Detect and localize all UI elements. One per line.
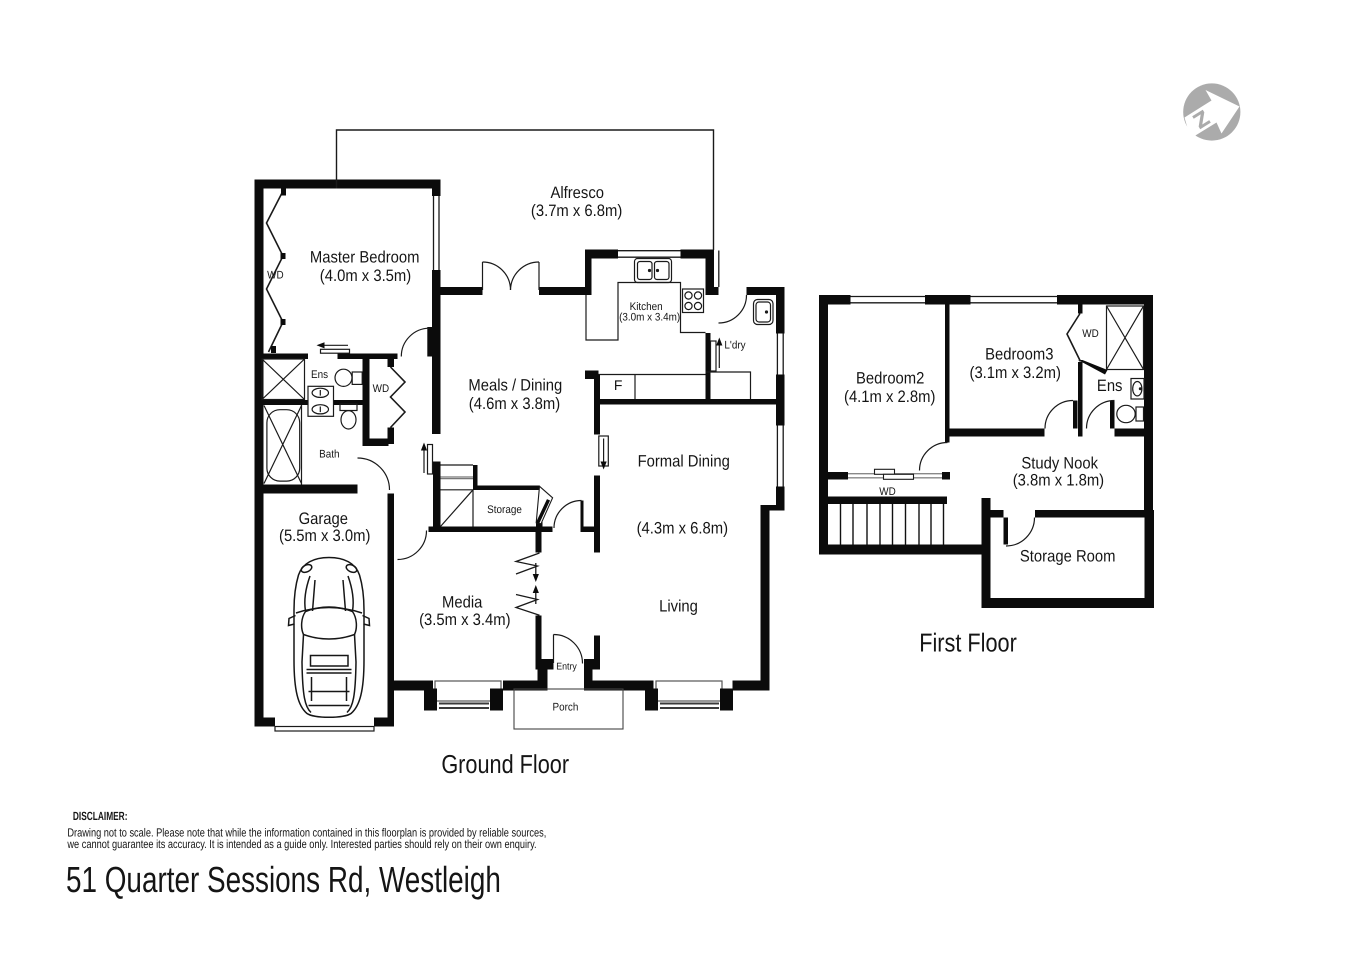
svg-text:F: F (614, 377, 623, 393)
svg-text:Garage: Garage (299, 509, 348, 528)
svg-text:51 Quarter Sessions Rd, Westle: 51 Quarter Sessions Rd, Westleigh (66, 859, 501, 900)
svg-text:(3.0m x 3.4m): (3.0m x 3.4m) (619, 311, 680, 323)
svg-text:(5.5m x 3.0m): (5.5m x 3.0m) (279, 526, 370, 545)
svg-text:First Floor: First Floor (919, 628, 1017, 658)
svg-text:(4.3m x 6.8m): (4.3m x 6.8m) (637, 519, 728, 538)
svg-text:Meals / Dining: Meals / Dining (468, 376, 562, 395)
svg-text:DISCLAIMER:: DISCLAIMER: (73, 809, 128, 823)
svg-text:Master Bedroom: Master Bedroom (310, 248, 420, 267)
svg-text:Ground Floor: Ground Floor (441, 749, 569, 779)
svg-text:Media: Media (442, 593, 483, 612)
svg-text:L'dry: L'dry (724, 340, 746, 352)
svg-text:Living: Living (659, 597, 698, 616)
svg-text:Formal Dining: Formal Dining (638, 452, 730, 471)
svg-text:Ens: Ens (1097, 376, 1123, 395)
svg-text:Drawing not to scale. Please n: Drawing not to scale. Please note that w… (67, 825, 546, 839)
svg-text:(4.1m x 2.8m): (4.1m x 2.8m) (844, 387, 935, 406)
svg-text:Bedroom3: Bedroom3 (985, 345, 1053, 364)
svg-text:(4.6m x 3.8m): (4.6m x 3.8m) (469, 394, 560, 413)
svg-text:Bath: Bath (319, 449, 339, 461)
svg-text:Porch: Porch (552, 702, 578, 714)
svg-text:Kitchen: Kitchen (630, 301, 663, 313)
svg-text:we cannot guarantee its accura: we cannot guarantee its accuracy. It is … (67, 837, 537, 851)
svg-text:WD: WD (1082, 328, 1099, 340)
svg-text:Ens: Ens (311, 369, 329, 381)
svg-text:Storage Room: Storage Room (1020, 547, 1116, 566)
svg-text:Entry: Entry (556, 662, 577, 673)
svg-text:WD: WD (267, 269, 284, 281)
svg-text:Storage: Storage (487, 504, 522, 516)
svg-text:WD: WD (879, 486, 896, 498)
svg-text:(3.1m x 3.2m): (3.1m x 3.2m) (969, 363, 1060, 382)
svg-text:(3.5m x 3.4m): (3.5m x 3.4m) (419, 610, 510, 629)
svg-text:(3.7m x 6.8m): (3.7m x 6.8m) (531, 201, 622, 220)
svg-text:Bedroom2: Bedroom2 (856, 368, 924, 387)
svg-text:Study Nook: Study Nook (1021, 453, 1098, 472)
svg-text:(4.0m x 3.5m): (4.0m x 3.5m) (320, 266, 411, 285)
svg-text:(3.8m x 1.8m): (3.8m x 1.8m) (1013, 470, 1104, 489)
svg-text:WD: WD (373, 383, 390, 395)
svg-text:Alfresco: Alfresco (550, 183, 604, 202)
